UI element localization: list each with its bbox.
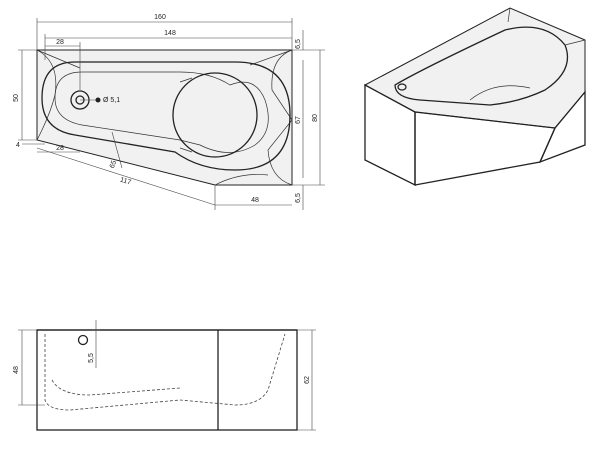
dim-67: 67 xyxy=(295,116,302,124)
plan-headrest-circle xyxy=(172,72,258,158)
side-hidden-profile xyxy=(44,333,286,411)
dim-65: 65 xyxy=(109,160,118,170)
dim-drain-diameter: Ø 5,1 xyxy=(103,97,120,104)
iso-bowl xyxy=(394,26,569,106)
dim-4: 4 xyxy=(16,142,20,149)
dim-28-top: 28 xyxy=(56,39,64,46)
dim-50: 50 xyxy=(13,94,20,102)
dim-117: 117 xyxy=(119,177,132,187)
plan-right-top-fillet xyxy=(271,49,293,121)
plan-right-bottom-fillet xyxy=(267,119,293,186)
dimension-labels: 160 148 28 50 4 28 67 80 6,5 6,5 117 65 … xyxy=(13,14,319,384)
dim-48-plan: 48 xyxy=(251,197,259,204)
plan-outer-rim xyxy=(36,49,293,186)
plan-bottom-fillet xyxy=(214,174,269,186)
plan-dimensions xyxy=(18,18,325,210)
plan-inner-contour xyxy=(54,71,269,153)
side-view xyxy=(18,320,316,431)
side-drain-icon xyxy=(77,334,89,346)
side-outer-rect xyxy=(36,329,298,431)
iso-corner-lines xyxy=(507,7,586,46)
iso-drain-icon xyxy=(397,83,407,91)
plan-armrest-marks xyxy=(179,77,193,153)
side-hidden-seat xyxy=(51,379,181,396)
dim-28-bottom: 28 xyxy=(56,145,64,152)
iso-rim xyxy=(363,7,586,129)
dim-side-62: 62 xyxy=(304,376,311,384)
dim-148: 148 xyxy=(164,30,176,37)
iso-bowl-contour xyxy=(469,85,531,101)
isometric-view xyxy=(363,7,586,187)
dim-6-5-top: 6,5 xyxy=(295,39,302,49)
plan-view xyxy=(36,49,293,186)
dim-6-5-bottom: 6,5 xyxy=(295,193,302,203)
plan-corner-lines xyxy=(36,49,293,69)
dim-160: 160 xyxy=(154,14,166,21)
dim-80: 80 xyxy=(312,114,319,122)
iso-right-panel xyxy=(538,90,586,164)
dim-side-5-5: 5,5 xyxy=(88,353,95,363)
drain-dot-icon xyxy=(95,97,101,103)
plan-inner-bowl xyxy=(41,61,291,171)
dim-side-48: 48 xyxy=(13,366,20,374)
